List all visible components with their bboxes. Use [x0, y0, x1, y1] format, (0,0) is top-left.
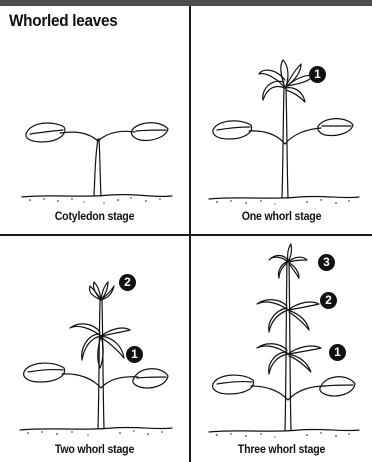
panel-cotyledon-stage: Cotyledon stage: [0, 6, 189, 234]
two-whorl-plant-illustration: [0, 236, 189, 462]
panel-one-whorl-stage: 1 One whorl stage: [191, 6, 372, 234]
whorl-marker-1: 1: [126, 346, 143, 363]
panel-caption-one-whorl-stage: One whorl stage: [198, 211, 365, 223]
whorl-marker-1: 1: [329, 344, 346, 361]
panel-caption-three-whorl-stage: Three whorl stage: [198, 444, 365, 456]
panel-two-whorl-stage: 2 1 Two whorl stage: [0, 236, 189, 462]
cotyledon-plant-illustration: [0, 6, 189, 234]
panel-three-whorl-stage: 3 2 1 Three whorl stage: [191, 236, 372, 462]
panel-caption-two-whorl-stage: Two whorl stage: [8, 444, 182, 456]
whorl-marker-3: 3: [318, 254, 335, 271]
panel-caption-cotyledon-stage: Cotyledon stage: [8, 211, 182, 223]
whorl-marker-1: 1: [309, 66, 326, 83]
whorl-marker-2: 2: [320, 292, 337, 309]
one-whorl-plant-illustration: [191, 6, 372, 234]
whorl-marker-2: 2: [119, 274, 136, 291]
